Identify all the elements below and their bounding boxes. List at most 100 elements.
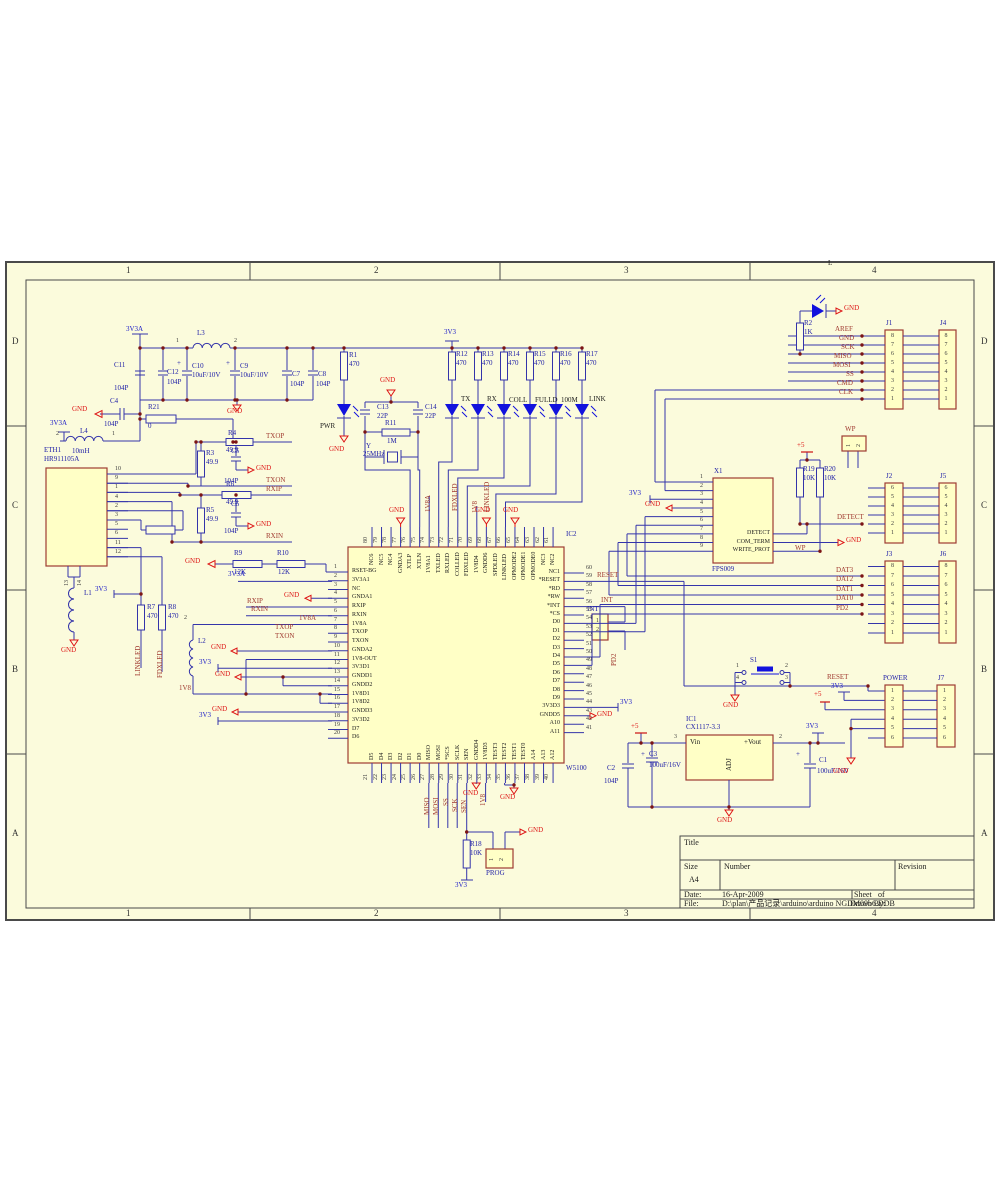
label-14: 14 [77, 580, 83, 586]
gnd-symbols [69, 307, 856, 836]
connector-j7 [936, 684, 956, 748]
label-104p: 104P [224, 477, 239, 485]
label-104p: 104P [604, 777, 619, 785]
label-10uf-10v: 10uF/10V [240, 371, 269, 379]
label-r18: R18 [470, 840, 482, 848]
w5100-pin-name: 1V8-OUT [352, 655, 377, 662]
connector-pin-number: 2 [943, 696, 946, 703]
label-10mh: 10mH [72, 447, 90, 455]
label-1: 1 [489, 858, 495, 861]
connector-pin-number: 3 [943, 706, 946, 713]
w5100-pin-name: A10 [549, 720, 560, 727]
label--: + [641, 750, 645, 758]
w5100-pin-name: 3V3A1 [352, 576, 370, 583]
x1-pin-number: 5 [700, 508, 703, 515]
w5100-pin-number: 77 [391, 537, 398, 543]
w5100-pin-name: GNDA2 [352, 646, 373, 653]
label-3v3a: 3V3A [50, 419, 68, 427]
label-j6: J6 [940, 550, 947, 558]
w5100-pin-name: LINKLED [502, 554, 509, 581]
connector-pin-number: 3 [944, 511, 948, 518]
connector-pin-number: 8 [891, 332, 894, 339]
label-hr911105a: HR911105A [44, 455, 80, 463]
w5100-pin-number: 27 [420, 774, 427, 780]
label-2: 2 [596, 627, 599, 633]
w5100-pin-name: GNDA3 [397, 552, 404, 573]
c4-r21-l4 [58, 348, 234, 442]
label-3: 3 [785, 675, 788, 681]
label-1: 1 [736, 663, 739, 669]
w5100-pin-number: 52 [586, 632, 592, 639]
connector-pin-number: 3 [891, 511, 894, 518]
label-49-9: 49.9 [206, 458, 219, 466]
label-gnd: GND [256, 520, 272, 528]
label-int: INT [587, 605, 599, 613]
w5100-pin-name: D6 [552, 669, 560, 676]
label-wp: WP [795, 544, 806, 552]
label-dat0: DAT0 [836, 594, 854, 602]
w5100-pin-name: SPDLED [492, 553, 499, 577]
w5100-pin-number: 2 [334, 572, 337, 579]
number-label: Number [724, 862, 751, 871]
label-y: Y [366, 442, 372, 450]
w5100-pin-name: SCLK [454, 744, 461, 760]
w5100-pin-number: 63 [525, 537, 531, 543]
w5100-pin-number: 56 [586, 598, 592, 605]
w5100-pin-name: D5 [369, 752, 375, 760]
w5100-pin-name: NC2 [550, 553, 557, 565]
w5100-pin-number: 47 [586, 674, 592, 681]
label-dat3: DAT3 [836, 566, 854, 574]
x1-pin-name: DETECT [747, 529, 770, 536]
label-3v3a: 3V3A [126, 325, 144, 333]
label-r14: R14 [508, 350, 520, 358]
label-coll: COLL [509, 396, 528, 404]
label-txon: TXON [266, 476, 286, 484]
w5100-pin-number: 18 [334, 712, 340, 719]
eth1-pin-number: 1 [115, 484, 118, 491]
label-fdxled: FDXLED [156, 650, 164, 678]
connector-pin-number: 1 [891, 395, 894, 402]
connector-pin-number: 8 [891, 563, 894, 569]
w5100-pin-number: 39 [534, 774, 541, 780]
connector-pin-number: 2 [944, 386, 948, 393]
label-gnd: GND [61, 646, 77, 654]
label-tx: TX [461, 395, 471, 403]
revision-label: Revision [898, 862, 927, 871]
label-1v8: 1V8 [179, 684, 192, 692]
w5100-pin-name: D4 [378, 752, 385, 760]
connector-pin-number: 7 [891, 572, 894, 579]
junction-dots [138, 346, 870, 834]
label-r9: R9 [234, 549, 243, 557]
label-104p: 104P [104, 420, 119, 428]
w5100-pin-number: 79 [372, 537, 379, 543]
label--vout: +Vout [744, 738, 762, 746]
sd-bundle [584, 389, 862, 666]
label-pd2: PD2 [836, 604, 849, 612]
label-470: 470 [349, 360, 360, 368]
label-1: 1 [112, 431, 115, 437]
w5100-pin-name: RXIP [352, 603, 366, 609]
label-r13: R13 [482, 350, 494, 358]
label-detect: DETECT [837, 513, 864, 521]
w5100-pin-name: TEST0 [521, 742, 528, 760]
label--: + [226, 359, 230, 367]
label-1: 1 [846, 444, 852, 447]
j1-area [788, 294, 862, 382]
w5100-pin-number: 24 [391, 774, 398, 780]
label-gnd: GND [475, 506, 491, 514]
w5100-pin-number: 33 [477, 774, 484, 780]
x1-pin-number: 2 [700, 482, 703, 489]
label-pwr: PWR [320, 422, 336, 430]
w5100-pin-number: 29 [439, 774, 446, 780]
connector-pin-number: 1 [891, 687, 894, 694]
connector-pin-number: 2 [944, 520, 948, 527]
label-j5: J5 [940, 472, 947, 480]
frame-row-label: B [12, 664, 19, 674]
w5100-pin-name: D7 [552, 678, 560, 685]
w5100-pin-number: 43 [586, 707, 592, 714]
frame-column-label: 1 [126, 908, 131, 918]
w5100-pin-number: 30 [448, 774, 455, 780]
w5100-pin-number: 34 [486, 774, 493, 780]
label-49-9: 49.9 [226, 498, 239, 506]
label-cx1117-3-3: CX1117-3.3 [686, 723, 721, 731]
